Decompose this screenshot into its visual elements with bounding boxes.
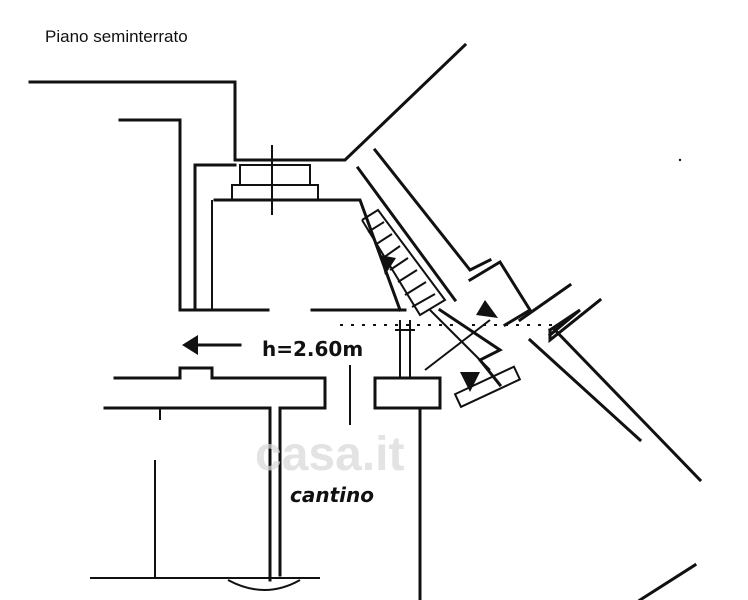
watermark: casa.it — [255, 428, 404, 481]
arrow-right-icon — [476, 300, 498, 318]
arrow-up-icon — [380, 255, 396, 275]
arrow-down-icon — [460, 372, 480, 392]
arrow-left-icon — [182, 335, 198, 355]
room-label-cantino: cantino — [290, 483, 374, 507]
walls — [28, 42, 703, 600]
direction-arrows — [182, 255, 498, 392]
floor-title: Piano seminterrato — [45, 27, 188, 46]
height-label: h=2.60m — [262, 337, 363, 361]
